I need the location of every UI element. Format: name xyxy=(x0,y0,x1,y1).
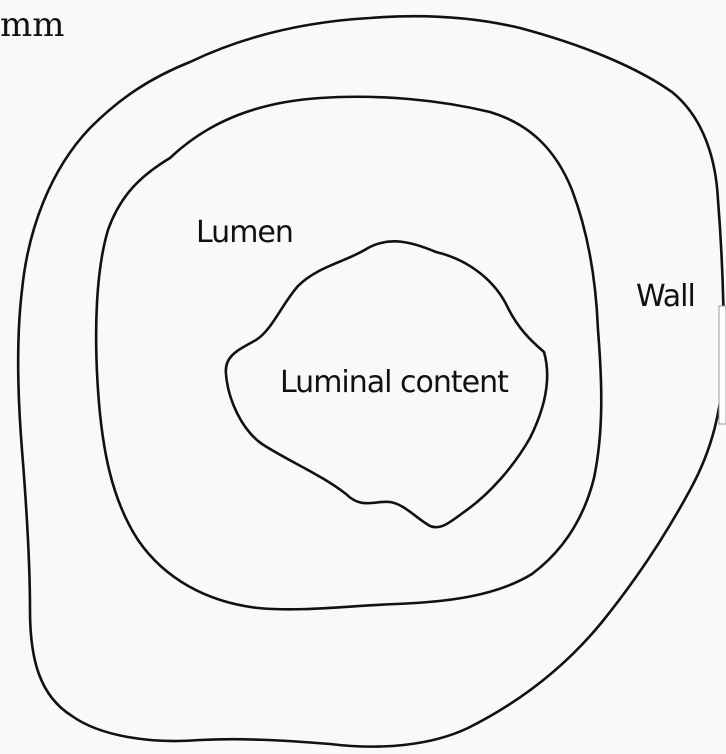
scale-unit-label: mm xyxy=(0,8,64,42)
wall-label: Wall xyxy=(636,282,695,312)
lumen-outline xyxy=(96,97,601,610)
luminal-content-label: Luminal content xyxy=(280,368,508,398)
edge-mark xyxy=(719,306,726,424)
lumen-label: Lumen xyxy=(196,218,293,248)
